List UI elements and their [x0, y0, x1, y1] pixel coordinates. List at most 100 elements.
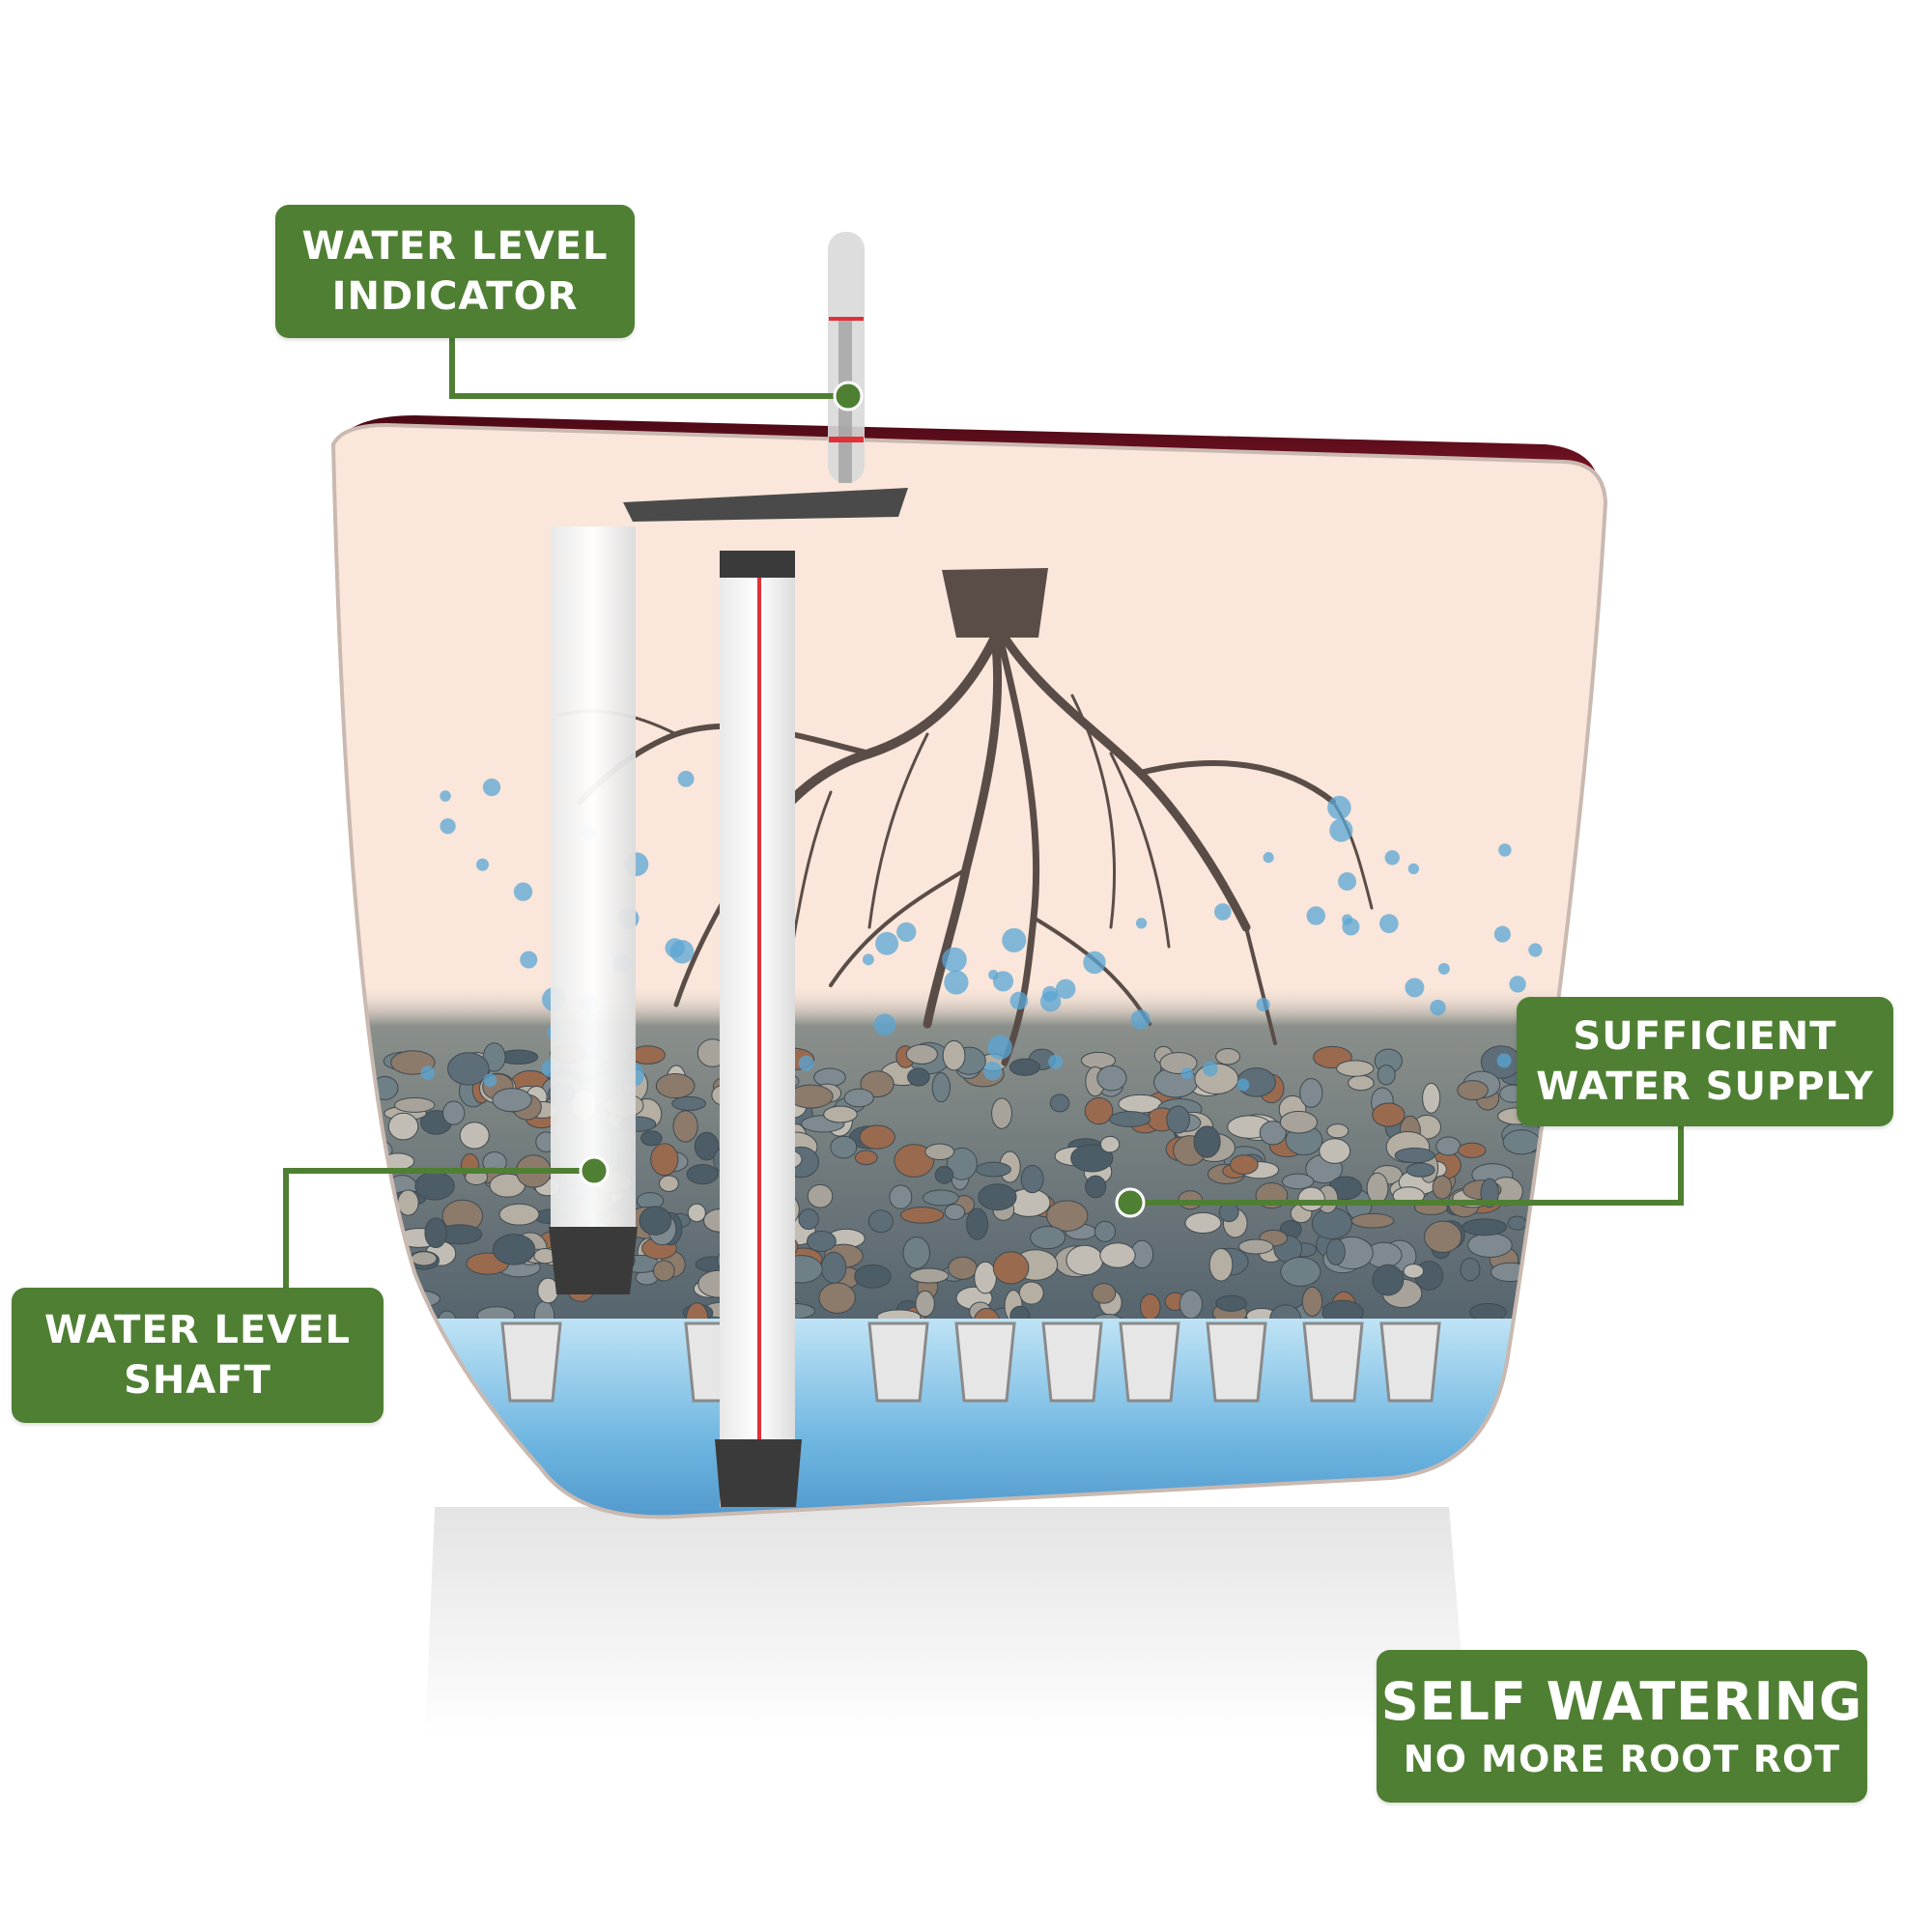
water-droplet: [1135, 918, 1148, 929]
wick-basket: [1379, 1321, 1441, 1403]
gravel-stone: [909, 1267, 950, 1284]
gravel-stone: [788, 1084, 834, 1109]
gravel-stone: [843, 1088, 874, 1108]
water-droplet: [1379, 914, 1399, 933]
gravel-stone: [975, 1161, 1011, 1178]
gravel-stone: [948, 1256, 978, 1280]
water-droplet: [1437, 962, 1450, 975]
wick-basket: [500, 1321, 562, 1403]
gravel-stone: [1092, 1283, 1117, 1304]
gravel-stone: [424, 1217, 447, 1248]
water-droplet: [476, 858, 490, 871]
gravel-stone: [492, 1234, 536, 1265]
water-droplet: [669, 940, 695, 964]
water-droplet: [420, 1065, 435, 1080]
gravel-stone: [1460, 1258, 1481, 1282]
gravel-stone: [442, 1100, 466, 1125]
water-level-indicator-label: WATER LEVEL INDICATOR: [275, 205, 635, 338]
gravel-stone: [1215, 1048, 1241, 1065]
gravel-stone: [1065, 1244, 1104, 1276]
sufficient-water-supply-label: SUFFICIENT WATER SUPPLY: [1517, 997, 1893, 1126]
gravel-stone: [974, 1261, 997, 1294]
gravel-stone: [944, 1204, 966, 1221]
gravel-stone: [1084, 1096, 1114, 1125]
gravel-stone: [1406, 1162, 1435, 1178]
water-droplet: [440, 790, 451, 802]
gravel-stone: [1507, 1215, 1528, 1231]
gravel-stone: [830, 1135, 858, 1159]
gravel-stone: [1403, 1264, 1425, 1279]
gravel-stone: [1432, 1175, 1453, 1200]
gravel-stone: [1350, 1212, 1395, 1229]
water-droplet: [1180, 1066, 1193, 1080]
gravel-stone: [818, 1282, 856, 1314]
gravel-stone: [991, 1097, 1012, 1129]
gravel-stone: [686, 1164, 719, 1185]
water-droplet: [942, 947, 967, 973]
gravel-stone: [924, 1143, 955, 1161]
gravel-stone: [1193, 1125, 1221, 1158]
water-droplet: [992, 971, 1014, 992]
water-droplet: [483, 1073, 497, 1088]
gravel-stone: [1184, 1211, 1222, 1235]
gravel-stone: [411, 1251, 438, 1266]
water-droplet: [677, 770, 695, 787]
gravel-stone: [854, 1264, 892, 1289]
gravel-stone: [899, 1207, 945, 1224]
gravel-stone: [1561, 1217, 1584, 1245]
water-droplet: [1407, 863, 1419, 874]
gravel-stone: [1372, 1264, 1405, 1296]
gravel-stone: [1469, 1302, 1507, 1321]
water-droplet: [1202, 1061, 1218, 1077]
water-droplet: [1384, 850, 1400, 866]
water-droplet: [873, 1013, 896, 1037]
water-droplet: [482, 778, 501, 797]
gravel-stone: [1551, 1163, 1594, 1190]
gravel-stone: [355, 1122, 384, 1154]
gravel-stone: [1301, 1286, 1323, 1317]
gravel-stone: [966, 1208, 989, 1240]
gravel-stone: [1096, 1065, 1127, 1092]
gravel-stone: [922, 1189, 959, 1207]
gravel-stone: [1094, 1220, 1117, 1242]
gravel-stone: [1215, 1294, 1248, 1312]
gravel-stone: [854, 1150, 878, 1166]
gravel-stone: [1030, 1225, 1066, 1250]
gravel-stone: [354, 1246, 398, 1269]
gravel-stone: [807, 1183, 834, 1208]
water-droplet: [513, 882, 533, 901]
self-watering-label: SELF WATERING NO MORE ROOT ROT: [1377, 1650, 1867, 1803]
label-title: SELF WATERING: [1380, 1671, 1863, 1733]
gravel-stone: [694, 1131, 720, 1161]
water-droplet: [440, 818, 456, 835]
gravel-stone: [1551, 1155, 1597, 1181]
water-droplet: [1496, 1053, 1512, 1068]
water-droplet: [1039, 990, 1062, 1012]
gravel-stone: [798, 1208, 819, 1231]
gravel-stone: [1457, 1142, 1487, 1158]
gravel-stone: [894, 1144, 935, 1178]
water-droplet: [1430, 999, 1446, 1016]
gravel-stone: [1467, 1233, 1513, 1258]
gravel-stone: [915, 1290, 935, 1318]
wick-basket: [1206, 1321, 1267, 1403]
gravel-stone: [492, 1088, 532, 1113]
water-droplet: [1055, 979, 1076, 999]
wick-basket: [1041, 1321, 1103, 1403]
gravel-stone: [672, 1110, 698, 1143]
gravel-stone: [1085, 1175, 1107, 1199]
gravel-stone: [1326, 1123, 1350, 1139]
gravel-stone: [1366, 1172, 1389, 1205]
gravel-stone: [1238, 1238, 1274, 1255]
gravel-stone: [1166, 1105, 1191, 1134]
water-droplet: [1329, 818, 1353, 842]
label-line: SUFFICIENT: [1573, 1014, 1837, 1059]
gravel-stone: [1311, 1207, 1352, 1239]
gravel-stone: [1435, 1136, 1462, 1156]
gravel-stone: [946, 1147, 978, 1180]
label-line: INDICATOR: [331, 274, 579, 319]
gravel-stone: [1319, 1138, 1351, 1164]
water-droplet: [1256, 997, 1270, 1011]
water-droplet: [987, 1035, 1012, 1060]
